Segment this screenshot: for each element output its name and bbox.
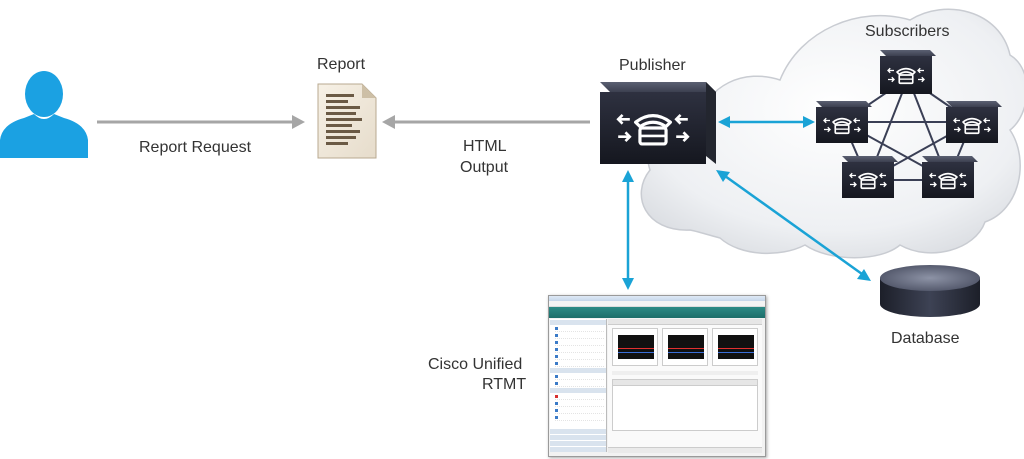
user-icon — [0, 71, 88, 158]
subscriber-server-icon — [842, 156, 898, 198]
rtmt-label-line2: RTMT — [482, 376, 527, 393]
html-output-arrow — [382, 115, 590, 129]
publisher-subscriber-link — [718, 116, 815, 128]
report-label: Report — [317, 56, 366, 73]
subscriber-server-icon — [922, 156, 978, 198]
rtmt-statusbar — [608, 447, 762, 453]
html-output-label-line1: HTML — [463, 138, 507, 155]
document-icon — [317, 83, 377, 159]
report-request-arrow — [97, 115, 305, 129]
publisher-label: Publisher — [619, 57, 686, 74]
rtmt-sidebar — [550, 319, 607, 452]
publisher-server-icon — [600, 82, 716, 164]
rtmt-label-line1: Cisco Unified — [428, 356, 523, 373]
rtmt-titlebar — [549, 296, 765, 301]
report-request-label: Report Request — [139, 139, 252, 156]
rtmt-main-panel — [608, 319, 762, 452]
database-cylinder-icon — [880, 265, 980, 317]
subscribers-label: Subscribers — [865, 23, 950, 40]
rtmt-menubar — [549, 301, 765, 307]
subscriber-server-icon — [816, 101, 872, 143]
database-label: Database — [891, 330, 960, 347]
rtmt-banner — [549, 307, 765, 318]
subscriber-server-icon — [880, 50, 936, 94]
html-output-label-line2: Output — [460, 159, 509, 176]
publisher-database-link — [716, 170, 871, 281]
rtmt-application-screenshot — [548, 295, 766, 457]
subscriber-server-icon — [946, 101, 1002, 143]
publisher-rtmt-link — [622, 170, 634, 290]
